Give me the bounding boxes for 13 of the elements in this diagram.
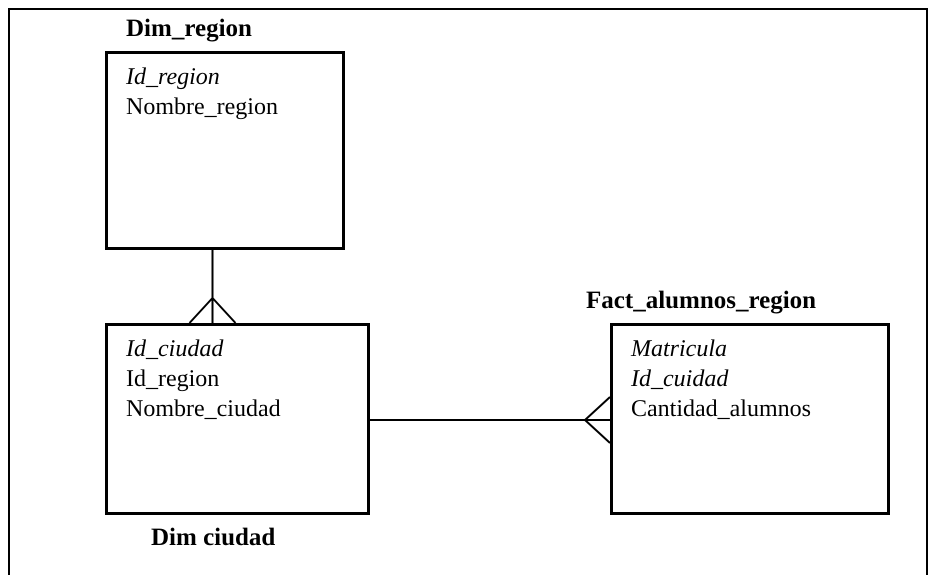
entity-title: Dim ciudad [151, 525, 276, 550]
entity-title: Fact_alumnos_region [586, 288, 816, 313]
attribute-text: Cantidad_alumnos [631, 395, 812, 424]
attribute-text: Id_region [126, 63, 221, 92]
relationship-line [188, 250, 236, 324]
relationship-line [370, 396, 611, 444]
attribute-text: Id_region [126, 365, 220, 394]
entity-title: Dim_region [126, 16, 252, 41]
attribute-text: Matricula [631, 335, 728, 364]
attribute-text: Id_ciudad [126, 335, 224, 364]
attribute-text: Nombre_region [126, 93, 279, 122]
attribute-text: Nombre_ciudad [126, 395, 282, 424]
attribute-text: Id_cuidad [631, 365, 730, 394]
